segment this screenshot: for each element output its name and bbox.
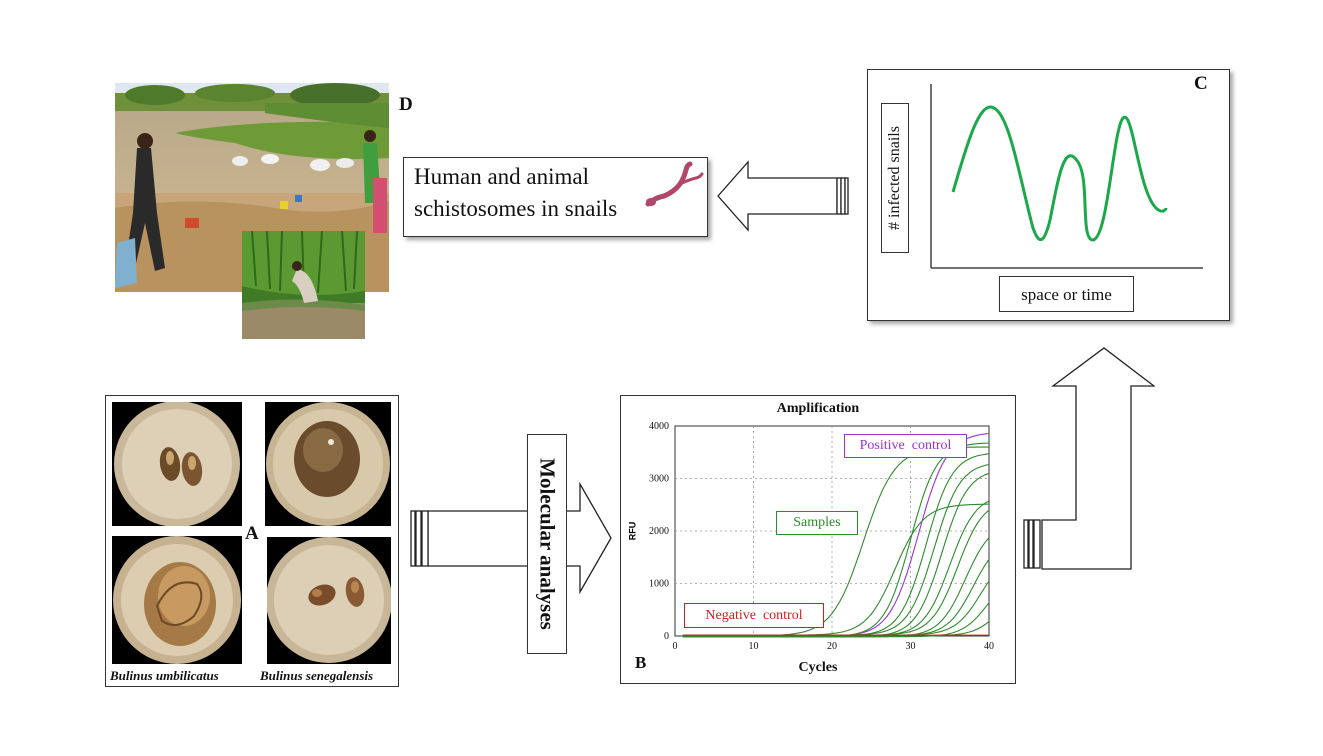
schistosomes-box-line1: Human and animal: [414, 164, 590, 189]
molecular-analyses-label: Molecular analyses: [535, 458, 560, 630]
x-tick-label: 0: [673, 641, 678, 652]
arrow-a-to-b: [410, 482, 612, 594]
y-tick-label: 1000: [649, 579, 669, 590]
snail-micrograph-1: [112, 402, 242, 526]
snail-micrograph-4: [267, 537, 391, 664]
y-tick-label: 2000: [649, 526, 669, 537]
panel-letter-b: B: [635, 653, 647, 672]
y-tick-label: 3000: [649, 474, 669, 485]
infection-curve: [951, 105, 1168, 242]
snail-micrograph-1-image: [112, 402, 242, 526]
chart-title: Amplification: [776, 401, 860, 416]
c-y-label: # infected snails: [886, 126, 903, 230]
c-y-label-box: # infected snails: [881, 103, 909, 253]
x-tick-label: 40: [984, 641, 994, 652]
snail-micrograph-4-image: [267, 537, 391, 664]
positive-control-label: Positive control: [859, 438, 952, 453]
snail-micrograph-3: [112, 536, 242, 664]
x-tick-label: 10: [749, 641, 759, 652]
y-tick-label: 0: [664, 631, 669, 642]
molecular-analyses-box: Molecular analyses: [527, 434, 567, 654]
caption-bulinus-senegalensis: Bulinus senegalensis: [260, 668, 374, 683]
negative-control-label-box: Negative control: [684, 603, 824, 628]
schistosomes-box: Human and animal schistosomes in snails: [403, 157, 708, 237]
arrow-c-to-d: [717, 160, 849, 232]
schistosomes-box-line2: schistosomes in snails: [414, 196, 618, 221]
schistosome-worm-icon: [645, 161, 704, 207]
chart-xlabel: Cycles: [798, 660, 838, 675]
panel-a-frame: A Bulinus umbilicatus Bulinus senegalens…: [105, 395, 399, 687]
samples-label-box: Samples: [776, 511, 858, 535]
negative-control-label: Negative control: [705, 608, 803, 623]
positive-control-label-box: Positive control: [844, 434, 967, 458]
panel-letter-c: C: [1194, 73, 1208, 94]
snail-micrograph-2-image: [265, 402, 391, 526]
snail-collection-illustration: [242, 231, 365, 339]
snail-micrograph-3-image: [112, 536, 242, 664]
c-x-label: space or time: [1021, 285, 1112, 304]
x-tick-label: 30: [906, 641, 916, 652]
amplification-chart: 0 10 20 30 40 0 1000 2000 3000 4000: [649, 421, 994, 652]
y-tick-label: 4000: [649, 421, 669, 432]
arrow-b-to-c: [1023, 347, 1155, 570]
c-x-label-box: space or time: [999, 276, 1134, 312]
x-tick-label: 20: [827, 641, 837, 652]
panel-letter-a: A: [245, 523, 259, 544]
panel-c-frame: C # infected snails space or time: [867, 69, 1230, 321]
panel-letter-d: D: [399, 94, 413, 115]
samples-label: Samples: [793, 515, 841, 530]
snail-micrograph-2: [265, 402, 391, 526]
field-photo-snail-collection: [242, 231, 365, 339]
infection-trend-plot: [930, 84, 1203, 269]
caption-bulinus-umbilicatus: Bulinus umbilicatus: [110, 668, 219, 683]
